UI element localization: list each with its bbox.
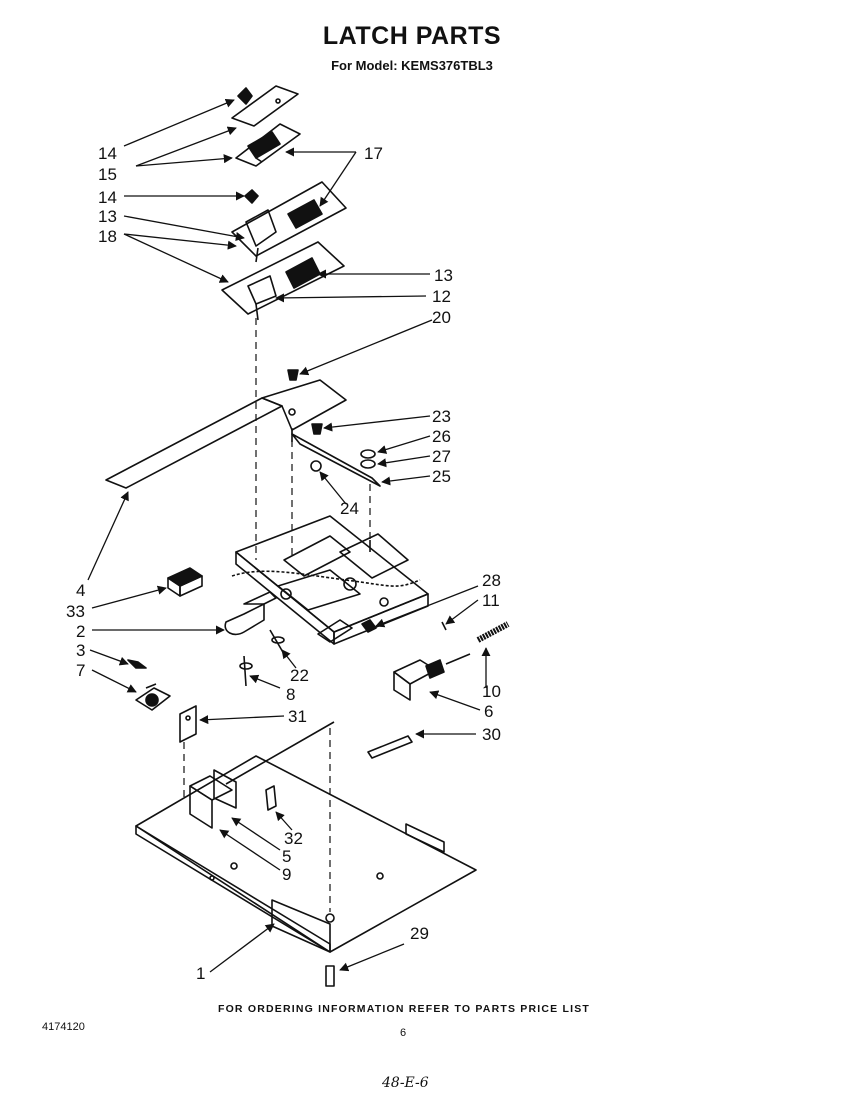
callout-label: 12 xyxy=(432,287,451,306)
callout-label: 31 xyxy=(288,707,307,726)
callout-label: 13 xyxy=(98,207,117,226)
part-block-33 xyxy=(167,567,203,597)
callout-label: 1 xyxy=(196,964,205,983)
latch-assembly xyxy=(231,515,429,645)
callout-label: 25 xyxy=(432,467,451,486)
callout-label: 14 xyxy=(98,188,117,207)
callout-label: 27 xyxy=(432,447,451,466)
latch-arm xyxy=(105,379,347,489)
callout-label: 24 xyxy=(340,499,359,518)
callout-label: 5 xyxy=(282,847,291,866)
callout-label: 17 xyxy=(364,144,383,163)
callout-label: 3 xyxy=(76,641,85,660)
screws xyxy=(127,629,285,687)
callout-label: 8 xyxy=(286,685,295,704)
solenoid-6 xyxy=(393,621,510,701)
callout-label: 29 xyxy=(410,924,429,943)
leader-arrows xyxy=(87,98,491,973)
model-subtitle: For Model: KEMS376TBL3 xyxy=(331,58,493,73)
page-title: LATCH PARTS xyxy=(322,22,502,50)
fasteners-top xyxy=(287,369,376,469)
callout-label: 11 xyxy=(482,591,500,610)
callout-label: 6 xyxy=(484,702,493,721)
document-number: 4174120 xyxy=(42,1021,85,1033)
ordering-note: FOR ORDERING INFORMATION REFER TO PARTS … xyxy=(217,1003,591,1015)
callout-label: 22 xyxy=(290,666,309,685)
screw-29 xyxy=(325,965,335,987)
callout-label: 30 xyxy=(482,725,501,744)
callout-label: 28 xyxy=(482,571,501,590)
callout-label: 10 xyxy=(482,682,501,701)
callout-label: 15 xyxy=(98,165,117,184)
callout-label: 13 xyxy=(434,266,453,285)
bracket-31 xyxy=(179,705,197,743)
handwritten-note: 48-E-6 xyxy=(382,1075,429,1091)
callout-label: 26 xyxy=(432,427,451,446)
switch-7 xyxy=(135,683,171,711)
latch-lever xyxy=(291,433,381,487)
callout-label: 7 xyxy=(76,661,85,680)
callout-label: 14 xyxy=(98,144,117,163)
callout-label: 20 xyxy=(432,308,451,327)
switch-plate-middle xyxy=(231,181,347,263)
pin-30 xyxy=(367,735,413,759)
callout-label: 9 xyxy=(282,865,291,884)
top-plate xyxy=(231,85,299,127)
switch-plate-lower xyxy=(221,241,345,321)
callout-label: 4 xyxy=(76,581,85,600)
callout-label: 33 xyxy=(66,602,85,621)
base-plate xyxy=(135,721,477,953)
switch-plate-15 xyxy=(235,123,301,167)
alignment-lines xyxy=(183,318,371,912)
bracket-2 xyxy=(224,591,277,636)
callout-label: 2 xyxy=(76,622,85,641)
callout-label: 32 xyxy=(284,829,303,848)
callout-labels: 14 15 17 14 13 18 13 12 20 23 26 27 25 2… xyxy=(66,144,501,983)
page-number: 6 xyxy=(400,1027,407,1039)
bracket-28 xyxy=(317,619,377,643)
callout-label: 23 xyxy=(432,407,451,426)
callout-label: 18 xyxy=(98,227,117,246)
